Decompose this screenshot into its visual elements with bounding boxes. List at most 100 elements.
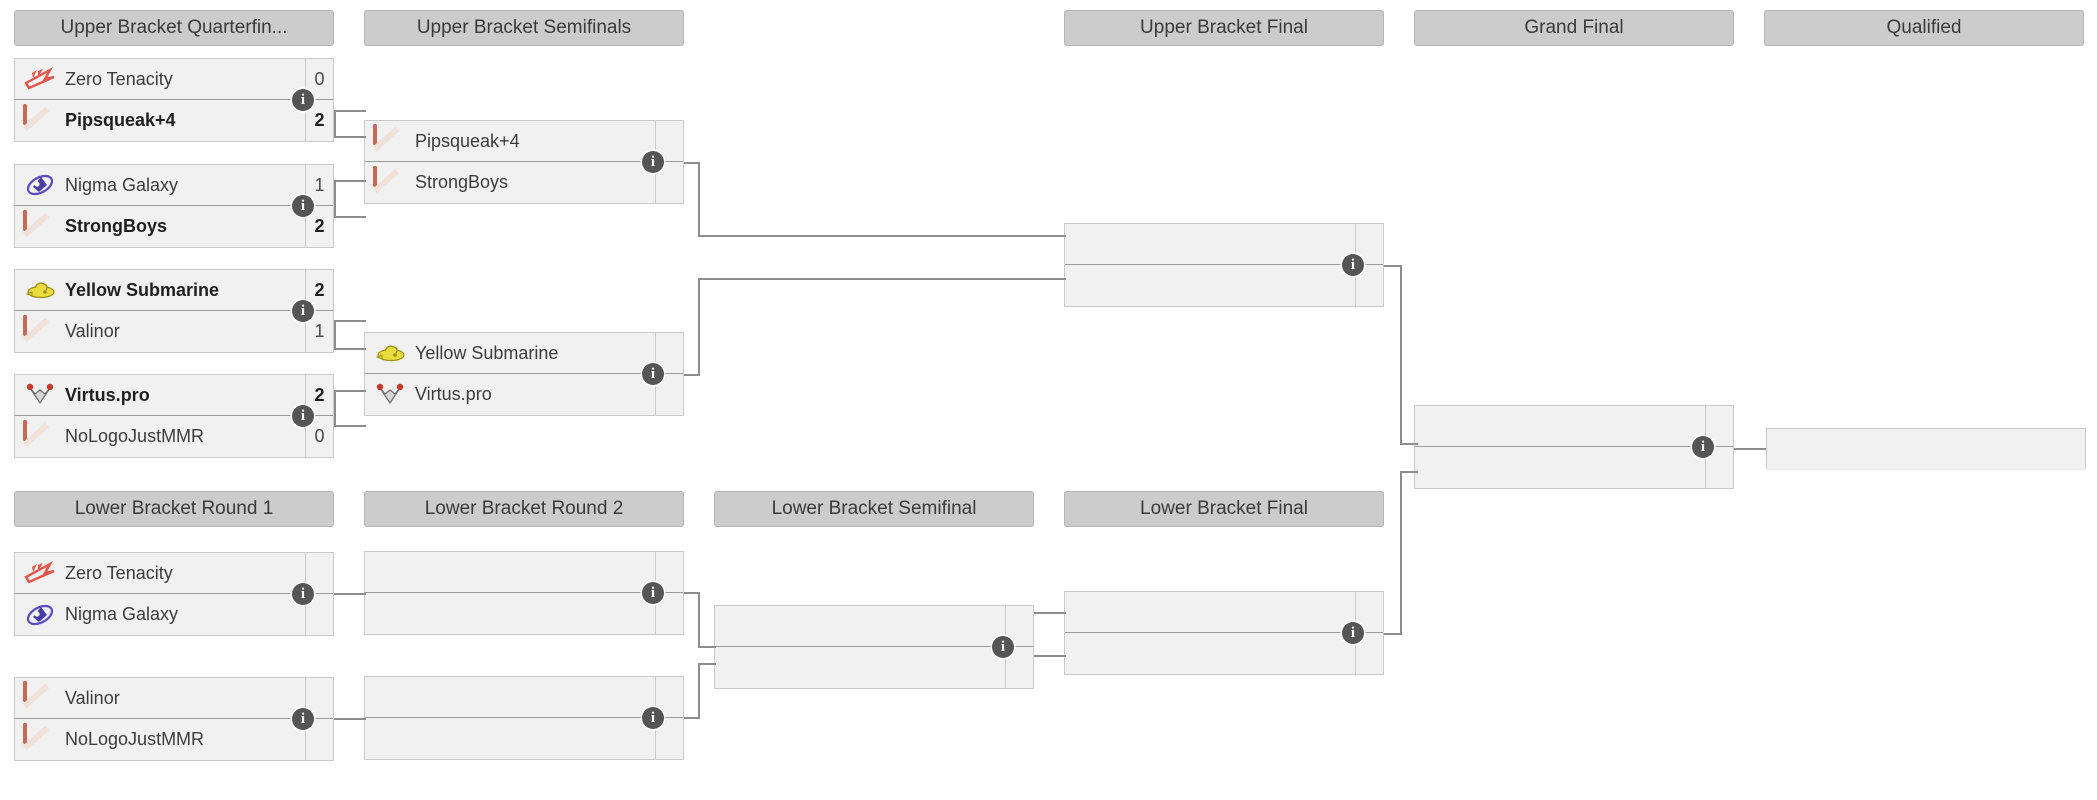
match-info-icon[interactable]: i bbox=[642, 582, 664, 604]
connector bbox=[334, 320, 366, 322]
connector bbox=[334, 110, 336, 138]
match-info-icon[interactable]: i bbox=[1342, 622, 1364, 644]
match-team-row[interactable]: Pipsqueak+4 bbox=[365, 121, 683, 162]
match-team-row[interactable]: Yellow Submarine bbox=[365, 333, 683, 374]
match-team-row[interactable]: Zero Tenacity bbox=[15, 553, 333, 594]
match-team-row[interactable] bbox=[1415, 447, 1733, 488]
connector bbox=[334, 718, 366, 720]
match-team-row[interactable]: Nigma Galaxy 1 bbox=[15, 165, 333, 206]
round-header-lower-bracket-round-1[interactable]: Lower Bracket Round 1 bbox=[14, 491, 334, 527]
match-team-row[interactable] bbox=[715, 647, 1033, 688]
team-score bbox=[305, 594, 333, 635]
match-info-icon[interactable]: i bbox=[1692, 436, 1714, 458]
team-score bbox=[1005, 606, 1033, 646]
team-logo-placeholder bbox=[723, 611, 757, 641]
match-team-row[interactable] bbox=[1065, 224, 1383, 265]
match-lbr1m2[interactable]: Valinor NoLogoJustMMR i bbox=[14, 677, 334, 761]
match-info-icon[interactable]: i bbox=[642, 363, 664, 385]
team-score bbox=[305, 719, 333, 760]
team-score bbox=[655, 718, 683, 759]
match-team-row[interactable] bbox=[1415, 406, 1733, 447]
match-team-row[interactable] bbox=[365, 718, 683, 759]
match-team-row[interactable] bbox=[715, 606, 1033, 647]
match-team-row[interactable]: Pipsqueak+4 2 bbox=[15, 100, 333, 141]
match-team-row[interactable] bbox=[1065, 633, 1383, 674]
match-lower-bracket-semifinal[interactable]: i bbox=[714, 605, 1034, 689]
match-ubqf3[interactable]: Yellow Submarine 2 Valinor 1 i bbox=[14, 269, 334, 353]
match-ubsf1[interactable]: Pipsqueak+4 StrongBoys i bbox=[364, 120, 684, 204]
connector bbox=[1734, 448, 1766, 450]
team-score: 2 bbox=[305, 100, 333, 141]
team-score bbox=[1355, 592, 1383, 632]
qualified-slot[interactable] bbox=[1766, 428, 2086, 470]
connector bbox=[1400, 443, 1418, 445]
connector bbox=[698, 162, 700, 237]
match-info-icon[interactable]: i bbox=[1342, 254, 1364, 276]
round-header-lower-bracket-final[interactable]: Lower Bracket Final bbox=[1064, 491, 1384, 527]
match-info-icon[interactable]: i bbox=[642, 707, 664, 729]
match-ubqf1[interactable]: Zero Tenacity 0 Pipsqueak+4 2 i bbox=[14, 58, 334, 142]
round-header-grand-final[interactable]: Grand Final bbox=[1414, 10, 1734, 46]
connector bbox=[684, 717, 700, 719]
match-team-row[interactable] bbox=[1767, 429, 2085, 470]
match-team-row[interactable] bbox=[365, 593, 683, 634]
connector bbox=[698, 278, 1066, 280]
team-score: 1 bbox=[305, 165, 333, 205]
match-team-row[interactable] bbox=[365, 552, 683, 593]
connector bbox=[1400, 265, 1402, 445]
match-lbr2m2[interactable]: i bbox=[364, 676, 684, 760]
match-lbr2m1[interactable]: i bbox=[364, 551, 684, 635]
match-upper-bracket-final[interactable]: i bbox=[1064, 223, 1384, 307]
connector bbox=[334, 110, 366, 112]
round-header-upper-bracket-semifinals[interactable]: Upper Bracket Semifinals bbox=[364, 10, 684, 46]
match-team-row[interactable]: Nigma Galaxy bbox=[15, 594, 333, 635]
match-team-row[interactable] bbox=[1065, 265, 1383, 306]
match-lower-bracket-final[interactable]: i bbox=[1064, 591, 1384, 675]
match-grand-final[interactable]: i bbox=[1414, 405, 1734, 489]
match-info-icon[interactable]: i bbox=[292, 89, 314, 111]
match-team-row[interactable]: Yellow Submarine 2 bbox=[15, 270, 333, 311]
match-team-row[interactable]: Virtus.pro 2 bbox=[15, 375, 333, 416]
round-header-qualified[interactable]: Qualified bbox=[1764, 10, 2084, 46]
connector bbox=[684, 162, 700, 164]
match-ubqf4[interactable]: Virtus.pro 2 NoLogoJustMMR 0 i bbox=[14, 374, 334, 458]
team-score bbox=[1355, 224, 1383, 264]
match-info-icon[interactable]: i bbox=[292, 300, 314, 322]
match-team-row[interactable] bbox=[365, 677, 683, 718]
match-team-row[interactable]: Zero Tenacity 0 bbox=[15, 59, 333, 100]
round-header-lower-bracket-round-2[interactable]: Lower Bracket Round 2 bbox=[364, 491, 684, 527]
team-logo-placeholder bbox=[373, 724, 407, 754]
match-ubsf2[interactable]: Yellow Submarine Virtus.pro i bbox=[364, 332, 684, 416]
match-info-icon[interactable]: i bbox=[292, 583, 314, 605]
match-info-icon[interactable]: i bbox=[292, 195, 314, 217]
match-info-icon[interactable]: i bbox=[992, 636, 1014, 658]
round-header-upper-bracket-quarterfinals[interactable]: Upper Bracket Quarterfin... bbox=[14, 10, 334, 46]
match-team-row[interactable]: NoLogoJustMMR bbox=[15, 719, 333, 760]
match-team-row[interactable]: Valinor 1 bbox=[15, 311, 333, 352]
match-info-icon[interactable]: i bbox=[292, 405, 314, 427]
match-team-row[interactable]: StrongBoys bbox=[365, 162, 683, 203]
connector bbox=[334, 390, 366, 392]
team-score: 0 bbox=[305, 59, 333, 99]
round-header-upper-bracket-final[interactable]: Upper Bracket Final bbox=[1064, 10, 1384, 46]
connector bbox=[334, 593, 366, 595]
match-team-row[interactable] bbox=[1065, 592, 1383, 633]
round-header-lower-bracket-semifinal[interactable]: Lower Bracket Semifinal bbox=[714, 491, 1034, 527]
match-lbr1m1[interactable]: Zero Tenacity Nigma Galaxy i bbox=[14, 552, 334, 636]
match-team-row[interactable]: Virtus.pro bbox=[365, 374, 683, 415]
team-logo-placeholder bbox=[723, 653, 757, 683]
match-info-icon[interactable]: i bbox=[642, 151, 664, 173]
connector bbox=[1400, 471, 1418, 473]
connector bbox=[698, 592, 700, 648]
virtus-pro-logo bbox=[23, 380, 57, 410]
match-team-row[interactable]: NoLogoJustMMR 0 bbox=[15, 416, 333, 457]
zero-tenacity-logo bbox=[23, 64, 57, 94]
match-info-icon[interactable]: i bbox=[292, 708, 314, 730]
connector bbox=[334, 180, 336, 218]
team-name: NoLogoJustMMR bbox=[65, 729, 205, 749]
match-ubqf2[interactable]: Nigma Galaxy 1 StrongBoys 2 i bbox=[14, 164, 334, 248]
match-team-row[interactable]: Valinor bbox=[15, 678, 333, 719]
match-team-row[interactable]: StrongBoys 2 bbox=[15, 206, 333, 247]
team-name: Virtus.pro bbox=[415, 384, 492, 404]
